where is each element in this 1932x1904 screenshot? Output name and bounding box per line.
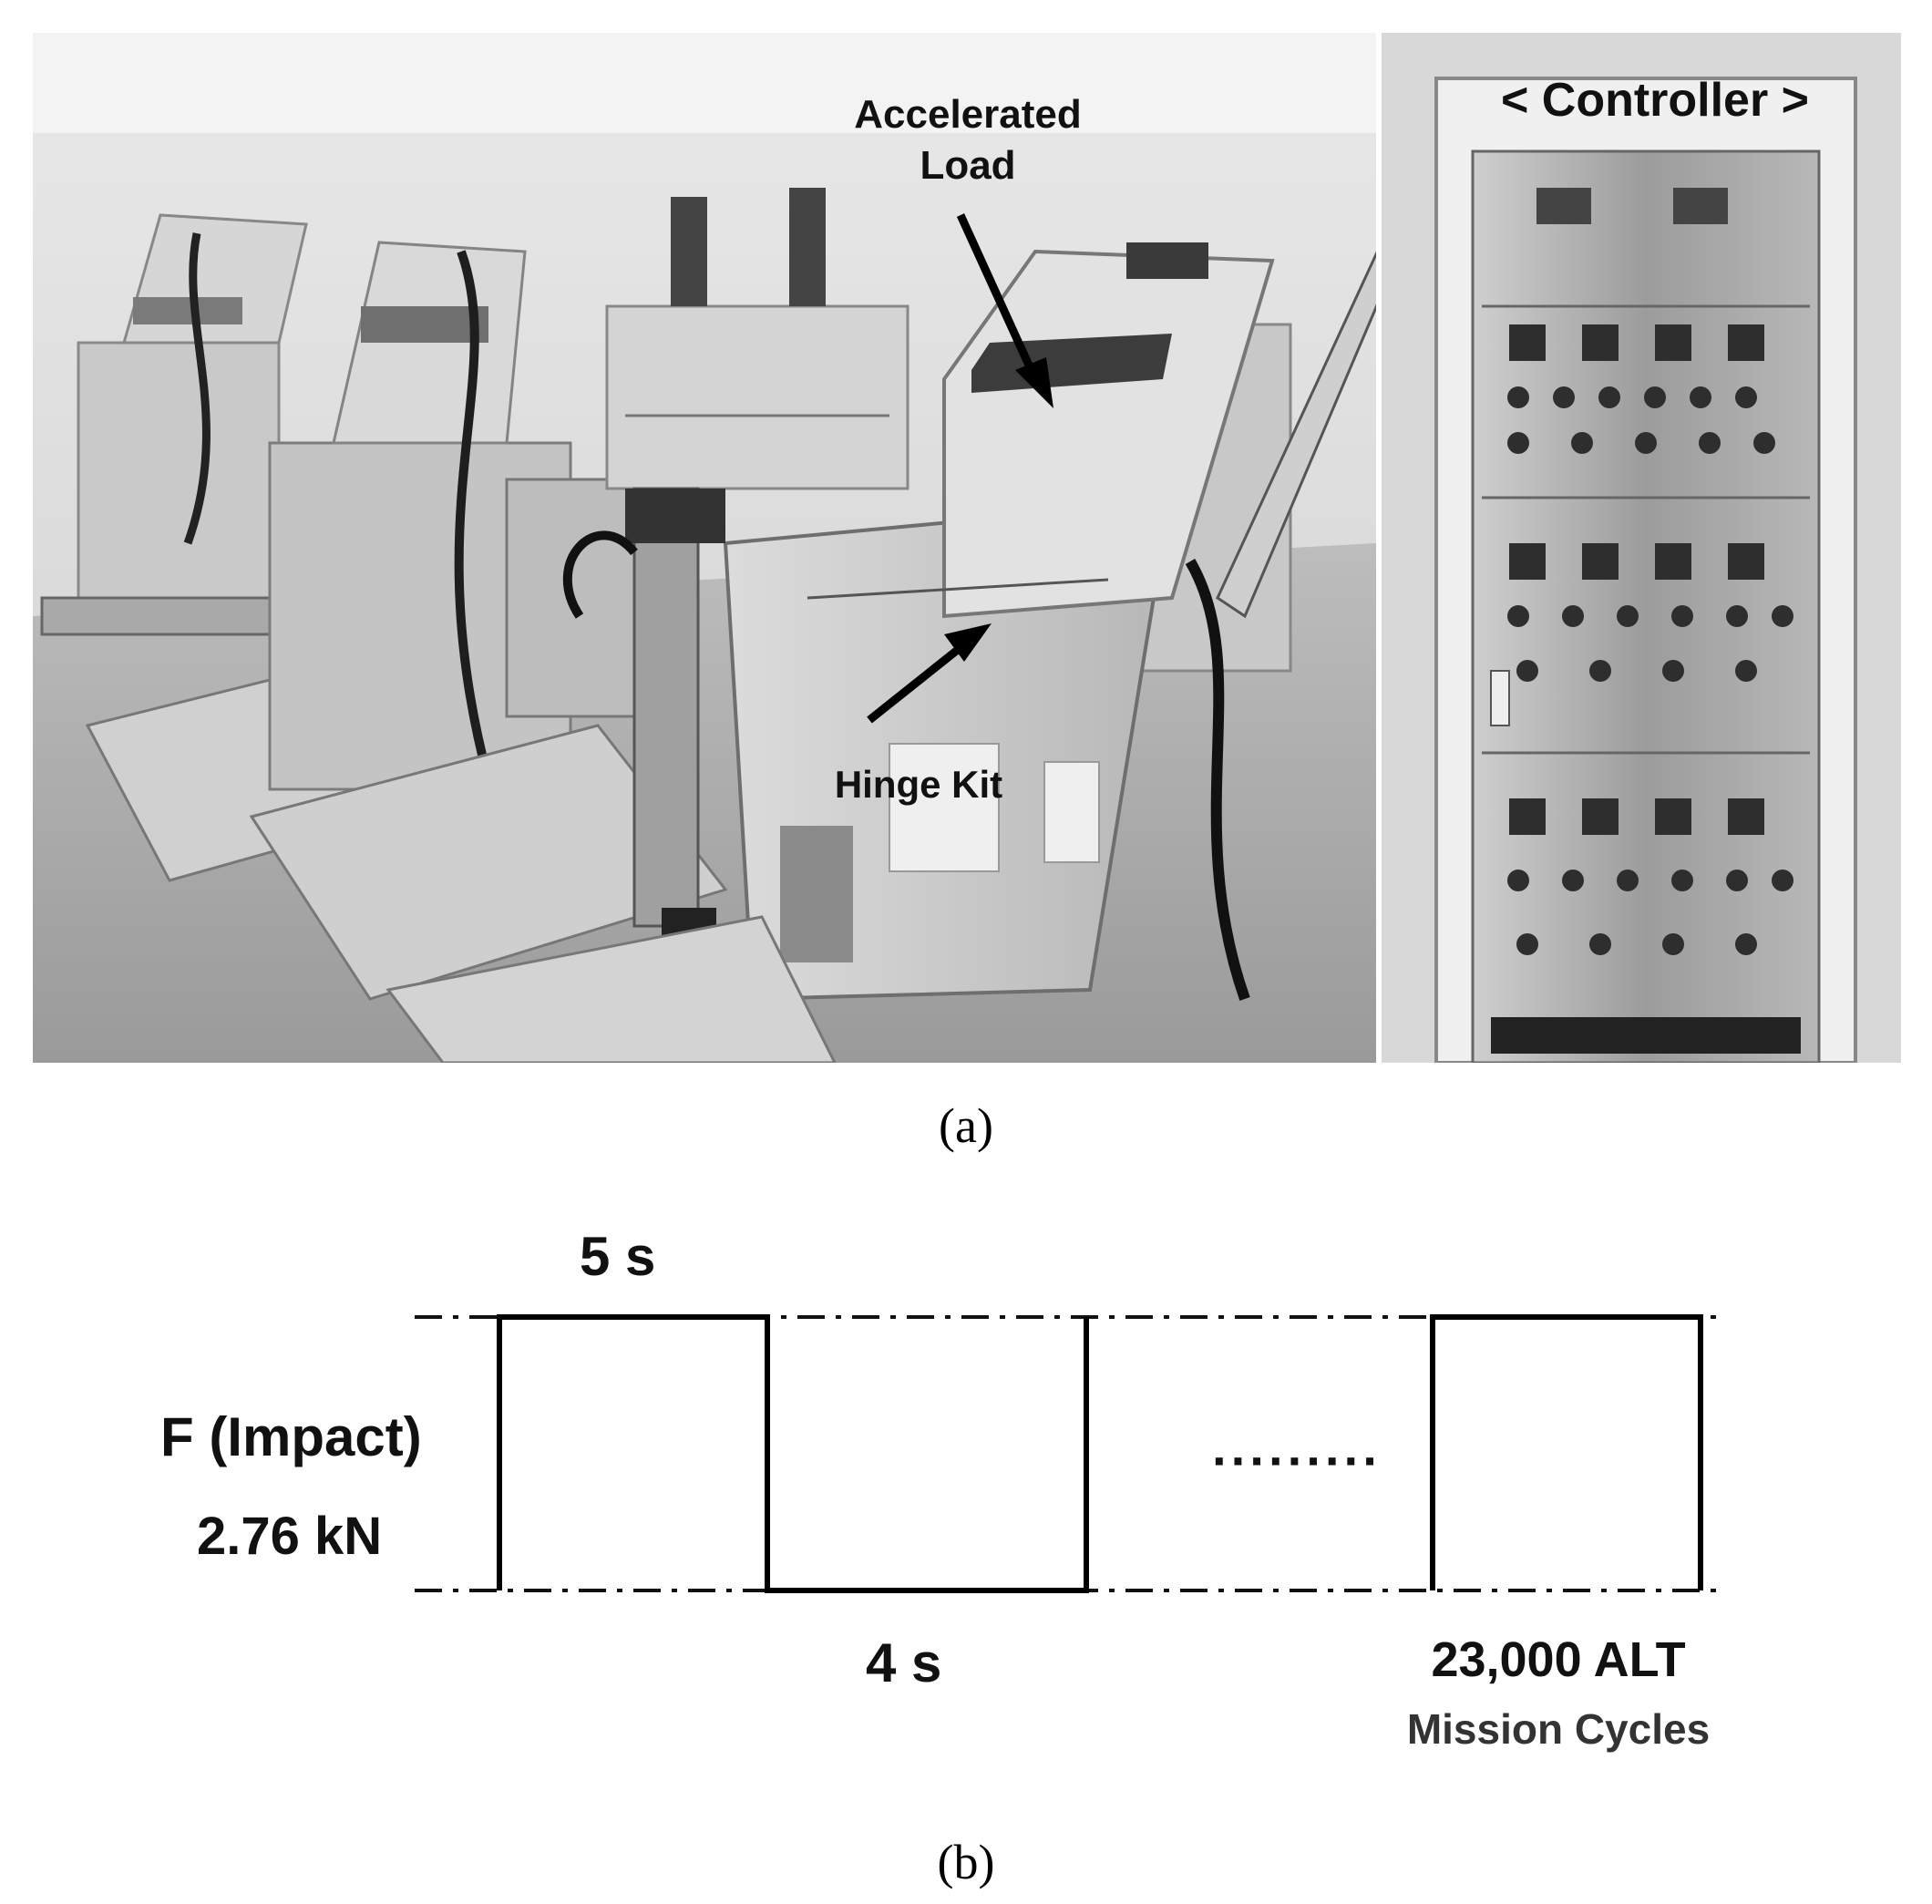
off-duration-label: 4 s	[866, 1632, 942, 1693]
callout-arrows	[867, 213, 1053, 724]
mission-cycles-label: Mission Cycles	[1406, 1705, 1711, 1753]
hinge-kit-label: Hinge Kit	[834, 763, 1003, 806]
controller-knob-grid	[1491, 324, 1801, 1054]
pulse-wave-last	[1430, 1314, 1703, 1590]
controller-label: < Controller >	[1500, 74, 1810, 127]
force-magnitude-label: 2.76 kN	[197, 1507, 383, 1566]
test-rig-photo: Accelerated Load Hinge Kit < Controller …	[33, 33, 1901, 1063]
lab-scene	[33, 33, 1402, 1063]
load-waveform-diagram: 5 s F (Impact) 2.76 kN 4 s ········· 23,…	[0, 1185, 1932, 1823]
hydraulic-actuator	[385, 487, 837, 1063]
continuation-ellipsis: ·········	[1212, 1432, 1382, 1489]
waveform-svg	[415, 1314, 1727, 1593]
cycle-count-label: 23,000 ALT	[1431, 1632, 1686, 1687]
force-label: F (Impact)	[160, 1406, 422, 1467]
accelerated-load-text: Accelerated Load	[854, 92, 1082, 188]
panel-divider	[1376, 33, 1382, 1063]
caption-a: (a)	[939, 1098, 993, 1153]
accelerated-load-label: Accelerated Load	[804, 89, 1132, 191]
on-duration-label: 5 s	[580, 1226, 656, 1287]
controller-cabinet-scene	[1382, 33, 1901, 1063]
pulse-wave-main	[497, 1314, 1089, 1593]
front-refrigerator	[723, 249, 1275, 1002]
caption-b: (b)	[937, 1835, 995, 1889]
photo-illustration	[33, 33, 1901, 1063]
